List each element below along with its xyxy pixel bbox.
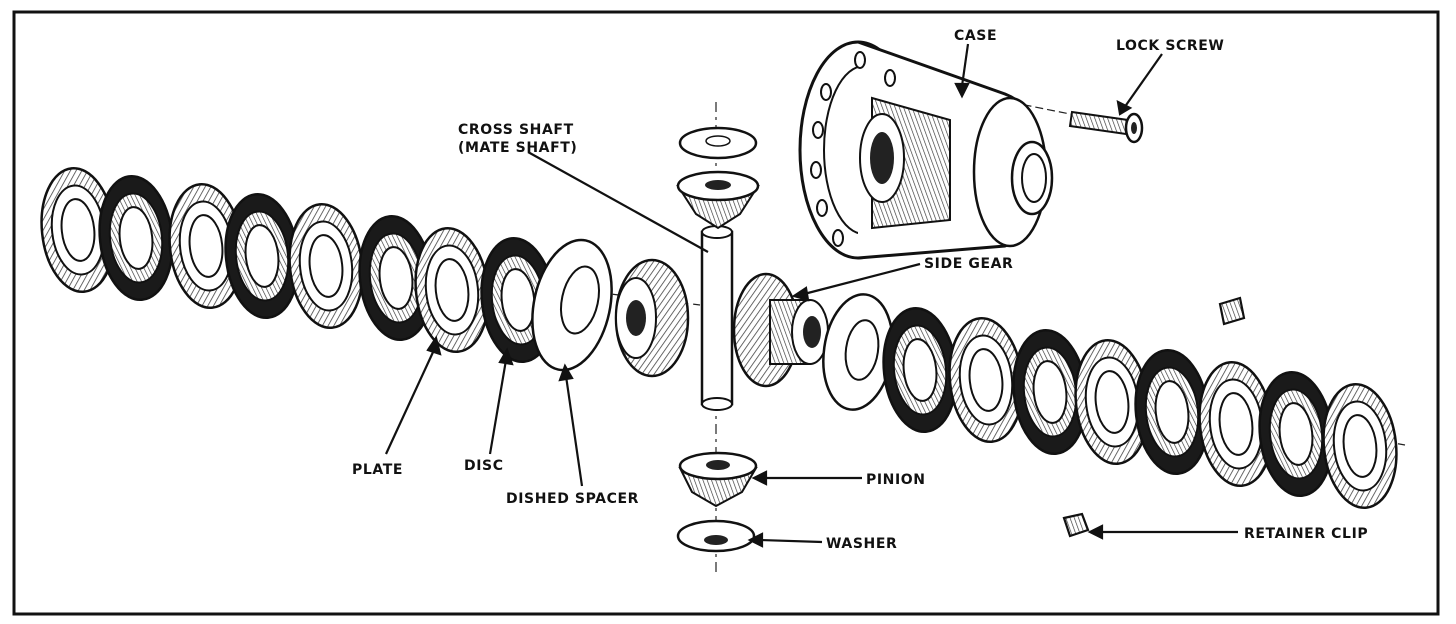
label-mate-shaft: (MATE SHAFT) — [458, 140, 577, 156]
leader-lines — [385, 43, 1238, 548]
clutch-disc — [1012, 328, 1088, 456]
label-pinion: PINION — [866, 472, 926, 488]
clutch-plate — [948, 316, 1024, 444]
left-side-gear-part — [614, 258, 690, 378]
right-side-gear-part — [732, 272, 829, 388]
label-side-gear: SIDE GEAR — [924, 256, 1013, 272]
clutch-plate — [40, 166, 116, 294]
clutch-plate — [1322, 382, 1398, 510]
clutch-disc — [882, 306, 958, 434]
clutch-disc — [358, 214, 434, 342]
left-clutch-pack — [40, 166, 556, 364]
right-clutch-pack — [882, 306, 1398, 510]
clutch-plate — [1198, 360, 1274, 488]
clutch-disc — [1258, 370, 1334, 498]
retainer-clip-part — [1062, 296, 1246, 538]
label-washer: WASHER — [826, 536, 897, 552]
label-case: CASE — [954, 28, 997, 44]
top-washer-part — [678, 126, 758, 160]
clutch-disc — [98, 174, 174, 302]
label-plate: PLATE — [352, 462, 403, 478]
clutch-plate — [288, 202, 364, 330]
label-cross-shaft: CROSS SHAFT — [458, 122, 574, 138]
label-lock-screw: LOCK SCREW — [1116, 38, 1224, 54]
label-dished-spacer: DISHED SPACER — [506, 491, 639, 507]
label-disc: DISC — [464, 458, 504, 474]
case-part — [798, 40, 1054, 260]
bottom-pinion-part — [678, 451, 758, 508]
cross-shaft-part — [700, 225, 734, 411]
lock-screw-part — [1068, 110, 1144, 144]
dished-spacer-part — [531, 238, 613, 372]
clutch-plate — [414, 226, 490, 354]
right-dished-spacer-part — [822, 293, 894, 411]
label-retainer-clip: RETAINER CLIP — [1244, 526, 1368, 542]
clutch-disc — [224, 192, 300, 320]
labels: CASE LOCK SCREW CROSS SHAFT (MATE SHAFT)… — [352, 28, 1368, 552]
clutch-plate — [168, 182, 244, 310]
bottom-washer-part — [676, 519, 756, 553]
top-pinion-part — [676, 170, 760, 230]
clutch-plate — [1074, 338, 1150, 466]
